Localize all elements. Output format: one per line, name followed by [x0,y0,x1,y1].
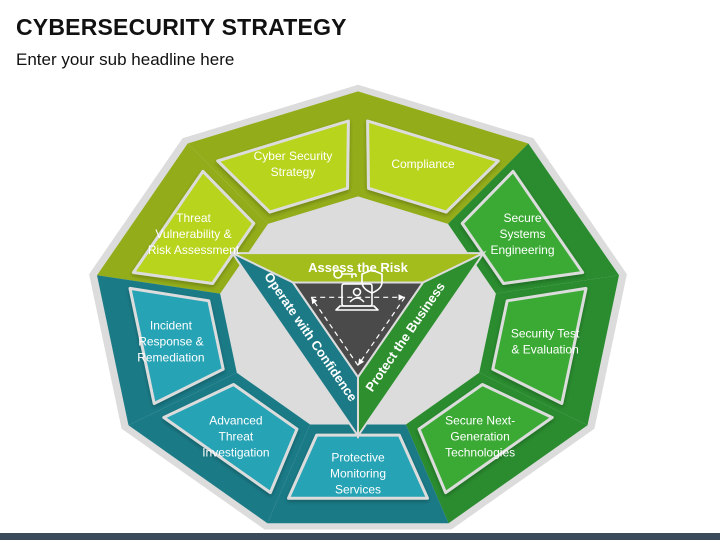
cycle-arrow [310,296,359,366]
segment-card [287,433,429,500]
segment-card [417,383,554,495]
segment-card [128,286,225,405]
segment-card [366,119,500,214]
cycle-arrow [357,296,406,366]
page-subtitle: Enter your sub headline here [16,50,235,69]
arrow-head [311,297,318,305]
band-label: Assess the Risk [308,260,408,275]
center-triangle [291,281,425,379]
arrow-head [398,294,405,301]
footer-bar [0,533,720,540]
segment-card [216,119,350,214]
segment-label: Security Test& Evaluation [511,327,580,357]
segment-card [131,169,256,285]
page-title: CYBERSECURITY STRATEGY [16,14,347,40]
segment-card [460,169,585,285]
segment-card [162,383,299,495]
segment-label: Compliance [391,157,455,171]
arrow-head [358,358,365,366]
security-computer-icon [333,269,383,311]
segment-card [491,286,588,405]
